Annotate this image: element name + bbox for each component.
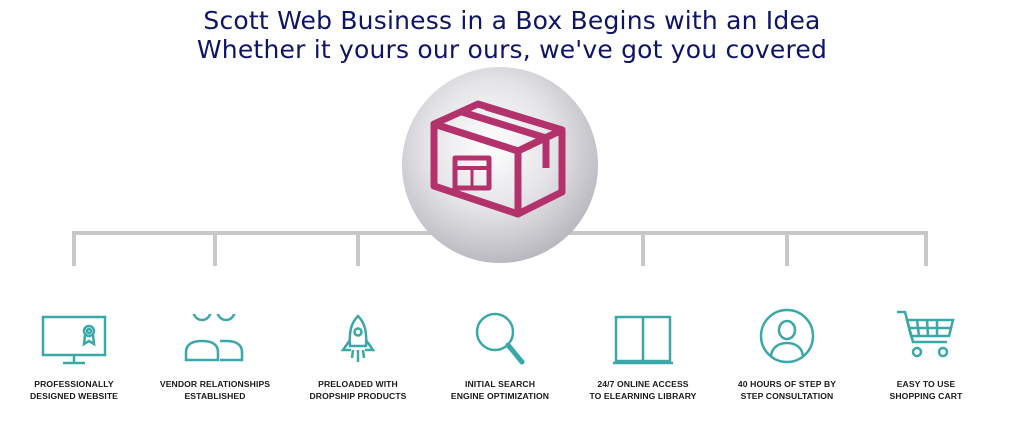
feature-label: EASY TO USE SHOPPING CART bbox=[856, 378, 996, 402]
feature-label-line2: DESIGNED WEBSITE bbox=[29, 391, 119, 401]
monitor-certificate-icon bbox=[4, 308, 144, 366]
feature-label-line2: ESTABLISHED bbox=[184, 391, 246, 401]
feature-item: EASY TO USE SHOPPING CART bbox=[856, 308, 996, 402]
feature-label-line1: INITIAL SEARCH bbox=[465, 379, 535, 389]
feature-item: PRELOADED WITH DROPSHIP PRODUCTS bbox=[288, 308, 428, 402]
storefront-box-icon bbox=[430, 100, 566, 218]
headline: Scott Web Business in a Box Begins with … bbox=[203, 6, 821, 35]
feature-label: 40 HOURS OF STEP BY STEP CONSULTATION bbox=[717, 378, 857, 402]
feature-label-line2: STEP CONSULTATION bbox=[740, 391, 834, 401]
feature-label-line1: PROFESSIONALLY bbox=[34, 379, 114, 389]
feature-label-line1: PRELOADED WITH bbox=[318, 379, 398, 389]
feature-label-line1: VENDOR RELATIONSHIPS bbox=[159, 379, 271, 389]
feature-item: INITIAL SEARCH ENGINE OPTIMIZATION bbox=[430, 308, 570, 402]
feature-item: 24/7 ONLINE ACCESS TO ELEARNING LIBRARY bbox=[573, 308, 713, 402]
subheadline: Whether it yours our ours, we've got you… bbox=[196, 35, 828, 64]
rocket-icon bbox=[288, 308, 428, 366]
feature-label: PRELOADED WITH DROPSHIP PRODUCTS bbox=[288, 378, 428, 402]
feature-label-line1: 24/7 ONLINE ACCESS bbox=[597, 379, 689, 389]
shopping-cart-icon bbox=[856, 308, 996, 366]
magnifier-icon bbox=[430, 308, 570, 366]
connector-tree bbox=[72, 67, 928, 266]
book-icon bbox=[573, 308, 713, 366]
feature-item: PROFESSIONALLY DESIGNED WEBSITE bbox=[4, 308, 144, 402]
feature-label-line2: TO ELEARNING LIBRARY bbox=[589, 391, 697, 401]
feature-item: 40 HOURS OF STEP BY STEP CONSULTATION bbox=[717, 308, 857, 402]
feature-label-line2: SHOPPING CART bbox=[889, 391, 963, 401]
feature-label: 24/7 ONLINE ACCESS TO ELEARNING LIBRARY bbox=[573, 378, 713, 402]
feature-label: PROFESSIONALLY DESIGNED WEBSITE bbox=[4, 378, 144, 402]
feature-label-line1: 40 HOURS OF STEP BY bbox=[737, 379, 837, 389]
feature-label-line1: EASY TO USE bbox=[896, 379, 956, 389]
users-icon bbox=[145, 308, 285, 366]
feature-label: VENDOR RELATIONSHIPS ESTABLISHED bbox=[145, 378, 285, 402]
user-circle-icon bbox=[717, 308, 857, 366]
feature-item: VENDOR RELATIONSHIPS ESTABLISHED bbox=[145, 308, 285, 402]
feature-label: INITIAL SEARCH ENGINE OPTIMIZATION bbox=[430, 378, 570, 402]
feature-label-line2: ENGINE OPTIMIZATION bbox=[450, 391, 550, 401]
feature-label-line2: DROPSHIP PRODUCTS bbox=[309, 391, 407, 401]
